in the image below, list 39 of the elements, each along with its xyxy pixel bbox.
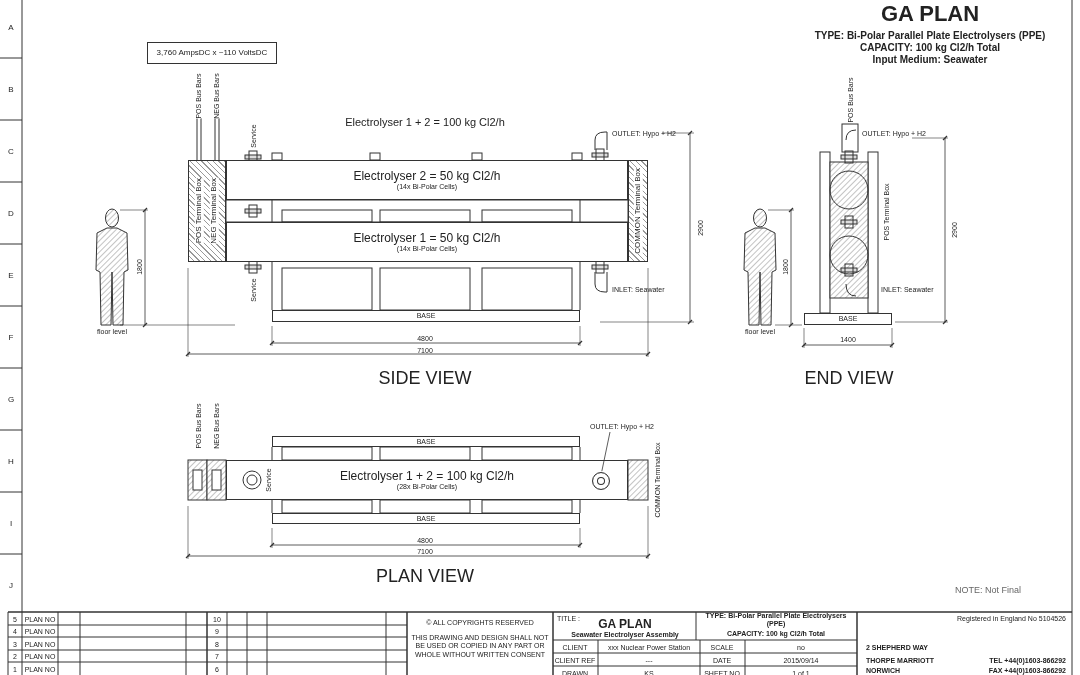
rating-text: 3,760 AmpsDC x ~110 VoltsDC (156, 48, 268, 58)
grid-reference-letter: H (8, 458, 14, 466)
title-block-text: GA PLAN (598, 618, 652, 630)
leader-line (601, 431, 611, 472)
drawing-title: GA PLAN (880, 3, 980, 25)
terminal-box-label: POS Terminal Box (195, 178, 204, 244)
grid-reference-letter: D (8, 210, 14, 218)
terminal-box (628, 160, 648, 262)
grid-reference-letter: B (8, 86, 14, 94)
base-frame (272, 310, 580, 322)
electrolyser-label: Electrolyser 1 + 2 = 100 kg Cl2/h (339, 469, 515, 483)
grid-reference-letter: J (9, 582, 13, 590)
grid-reference-letter: F (8, 334, 14, 342)
electrolyser-label: Electrolyser 1 = 50 kg Cl2/h (353, 231, 501, 245)
terminal-box-label: COMMON Terminal Box (633, 168, 643, 254)
electrolyser-body (226, 460, 628, 500)
view-title: PLAN VIEW (376, 567, 474, 585)
grid-reference-letter: G (7, 396, 15, 404)
specification-text: CAPACITY: 100 kg Cl2/h Total (860, 43, 1000, 53)
terminal-box-label: NEG Terminal Box (210, 178, 219, 244)
base-frame (272, 513, 580, 524)
rating-box (147, 42, 277, 64)
specification-text: Input Medium: Seawater (872, 55, 988, 65)
base-frame (804, 313, 892, 325)
terminal-box (188, 160, 226, 262)
electrolyser-body (226, 160, 628, 200)
grid-reference-letter: E (8, 272, 14, 280)
electrolyser-label: Electrolyser 2 = 50 kg Cl2/h (353, 169, 501, 183)
view-title: SIDE VIEW (378, 369, 472, 387)
outlet-flange (592, 472, 610, 490)
grid-reference-letter: C (8, 148, 14, 156)
specification-text: TYPE: Bi-Polar Parallel Plate Electrolysers (PPE) (814, 31, 1046, 41)
view-title: END VIEW (804, 369, 894, 387)
grid-reference-letter: I (9, 520, 13, 528)
heading-text: Electrolyser 1 + 2 = 100 kg Cl2/h (345, 116, 505, 128)
grid-reference-letter: A (8, 24, 14, 32)
electrolyser-body (226, 222, 628, 262)
base-frame (272, 436, 580, 447)
note-text: NOTE: Not Final (955, 585, 1021, 595)
